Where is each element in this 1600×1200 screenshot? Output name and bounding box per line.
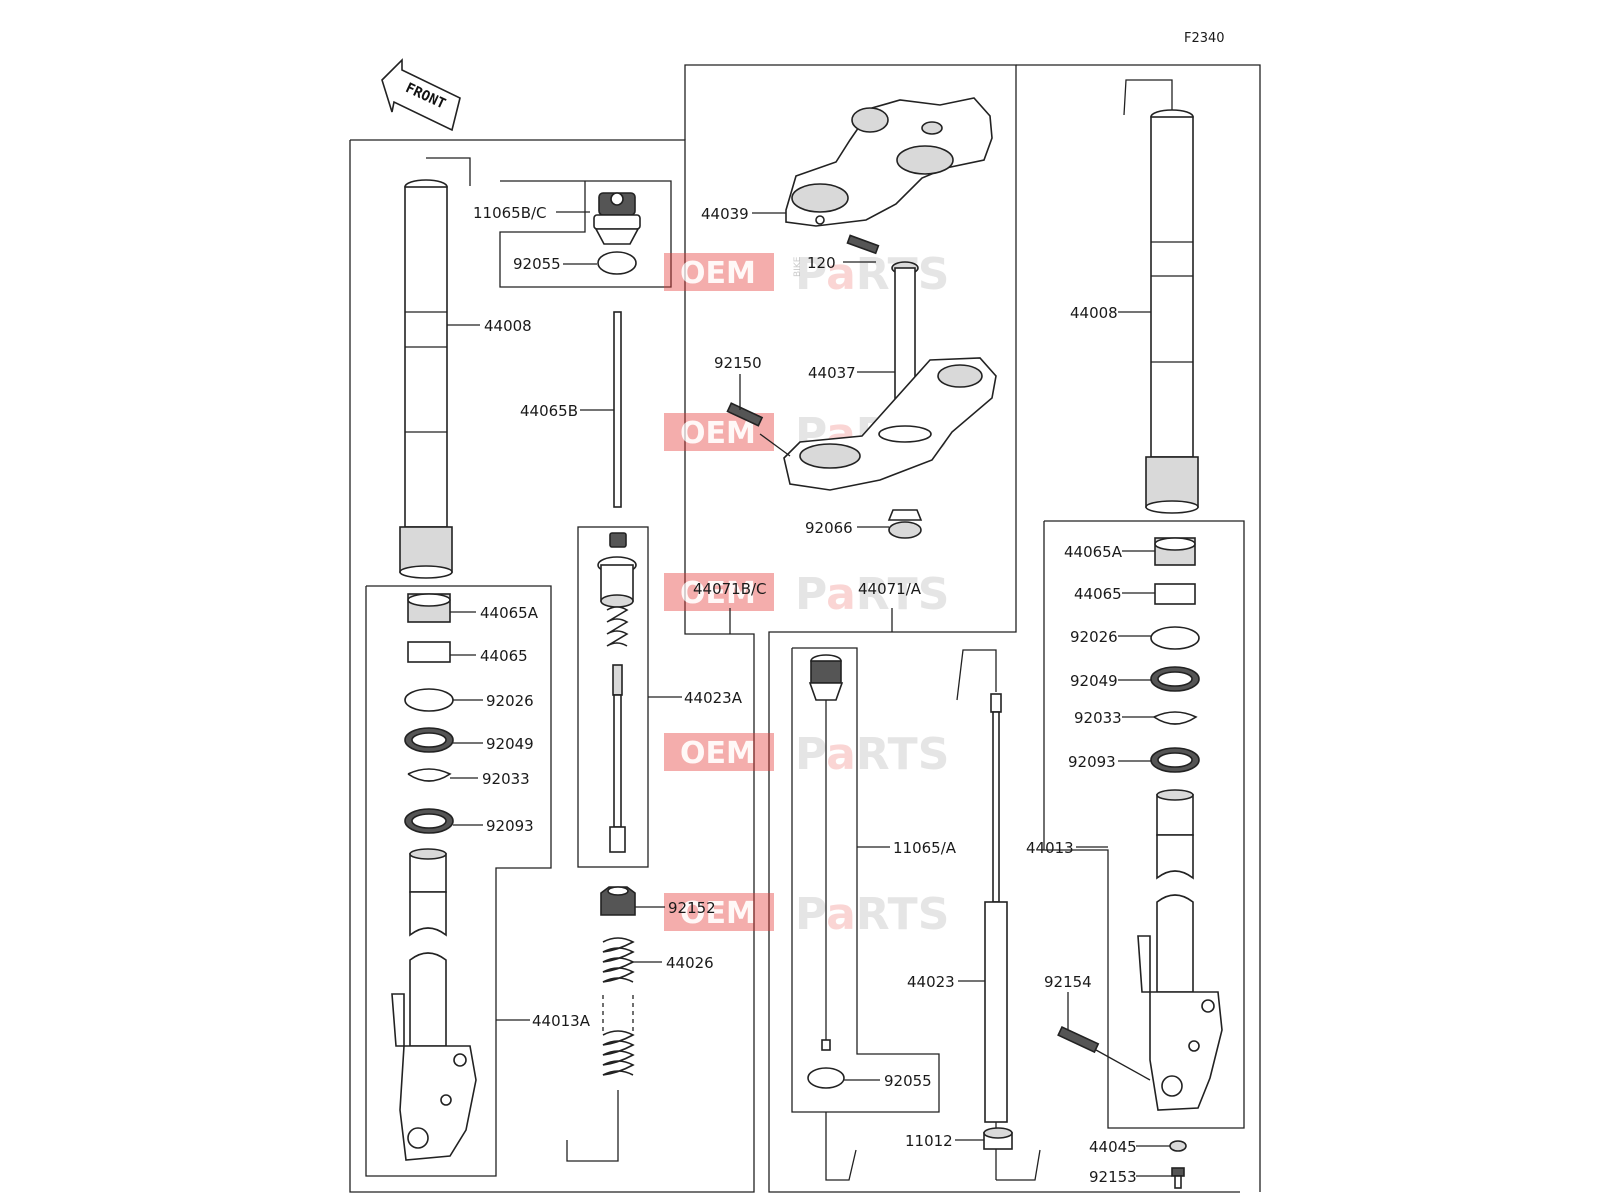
label-92154: 92154 [1044,973,1092,991]
washer-92026-left[interactable] [404,688,454,712]
label-44023A: 44023A [684,689,743,707]
outer-tube-left[interactable] [399,157,471,579]
label-92033-left: 92033 [482,770,530,788]
svg-text:OEM: OEM [680,576,756,611]
cap-11012[interactable] [983,1127,1013,1150]
watermark-4: OEM PaRTS [664,729,949,780]
svg-text:OEM: OEM [680,896,756,931]
label-44065A-right: 44065A [1064,543,1123,561]
front-arrow-icon: FRONT [381,58,461,132]
label-44037: 44037 [808,364,856,382]
inner-tube-right[interactable] [1137,789,1223,1111]
label-92026-right: 92026 [1070,628,1118,646]
label-11065A: 11065/A [893,839,957,857]
seal-stack-right [1150,537,1200,773]
label-44045: 44045 [1089,1138,1137,1156]
label-92066: 92066 [805,519,853,537]
watermark-3: OEM PaRTS [664,569,949,620]
label-92049-right: 92049 [1070,672,1118,690]
label-44026: 44026 [666,954,714,972]
o-ring-bottom[interactable] [807,1067,845,1089]
label-11065BC: 11065B/C [473,204,547,222]
svg-text:BIKE: BIKE [793,256,803,277]
cartridge-44023A[interactable] [597,532,637,853]
svg-text:PaRTS: PaRTS [795,729,949,780]
label-92150: 92150 [714,354,762,372]
label-92055-top: 92055 [513,255,561,273]
o-ring-top[interactable] [597,251,637,275]
label-44013A: 44013A [532,1012,591,1030]
label-92026-left: 92026 [486,692,534,710]
bolt-92153[interactable] [1171,1167,1185,1189]
label-11012: 11012 [905,1132,953,1150]
label-44065-right: 44065 [1074,585,1122,603]
svg-text:OEM: OEM [680,736,756,771]
inner-tube-left[interactable] [391,848,477,1161]
watermark-group: OEM BIKE PaRTS OEM PaRTS OEM PaRTS OEM P… [664,249,949,940]
label-92093-right: 92093 [1068,753,1116,771]
bushing-44065-left[interactable] [407,641,451,663]
label-92049-left: 92049 [486,735,534,753]
label-92093-left: 92093 [486,817,534,835]
svg-text:OEM: OEM [680,256,756,291]
label-44023: 44023 [907,973,955,991]
label-92055-bot: 92055 [884,1072,932,1090]
outline-frames [349,64,1261,1193]
fork-cap-right[interactable] [808,654,844,1051]
label-44071A: 44071/A [858,580,922,598]
spring-44026[interactable] [566,937,635,1162]
label-92033-right: 92033 [1074,709,1122,727]
label-44039: 44039 [701,205,749,223]
leader-lines [447,211,1172,1177]
label-44071BC: 44071B/C [693,580,767,598]
label-120: 120 [807,254,836,272]
label-92153: 92153 [1089,1168,1137,1186]
bolt-92150[interactable] [726,402,764,427]
outer-tube-right[interactable] [1123,79,1199,514]
label-92152: 92152 [668,899,716,917]
seal-stack-left [404,593,454,834]
steering-stem-44037[interactable] [783,261,997,491]
seal-92066[interactable] [887,509,923,539]
diagram-code: F2340 [1184,31,1225,46]
upper-triple-clamp-44039[interactable] [785,97,993,227]
bolt-92154[interactable] [1057,1025,1151,1081]
washer-44045[interactable] [1169,1140,1187,1152]
washer-92026-right[interactable] [1150,626,1200,650]
label-44008-left: 44008 [484,317,532,335]
svg-text:OEM: OEM [680,416,756,451]
bolt-120[interactable] [846,234,880,255]
label-44065A-left: 44065A [480,604,539,622]
part-labels: 11065B/C 92055 44008 44065B 44065A 44065… [473,204,1137,1186]
watermark-5: OEM PaRTS [664,889,949,940]
label-44008-right: 44008 [1070,304,1118,322]
circlip-92033-right[interactable] [1153,711,1198,725]
svg-text:PaRTS: PaRTS [795,889,949,940]
fork-cap-left[interactable] [593,192,641,245]
bushing-44065-right[interactable] [1154,583,1196,605]
nut-92152[interactable] [600,886,636,916]
circlip-92033-left[interactable] [407,768,452,782]
cartridge-44023[interactable] [956,649,1041,1181]
label-44065-left: 44065 [480,647,528,665]
svg-text:PaRTS: PaRTS [795,569,949,620]
label-44065B: 44065B [520,402,578,420]
damper-rod-top[interactable] [613,311,622,508]
label-44013: 44013 [1026,839,1074,857]
